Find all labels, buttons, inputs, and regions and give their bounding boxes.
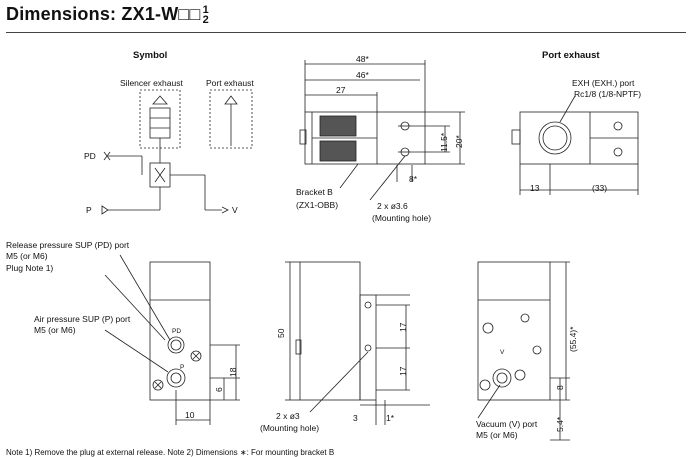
release-port-label: Release pressure SUP (PD) port	[6, 240, 130, 250]
vacuum-thread-label: M5 (or M6)	[476, 430, 518, 440]
dim-33: (33)	[592, 183, 608, 193]
plug-label: Plug Note 1)	[6, 263, 54, 273]
bracket-code-label: (ZX1-OBB)	[296, 200, 339, 210]
dim-5-4: 5.4*	[555, 416, 565, 432]
vacuum-port-label: Vacuum (V) port	[476, 419, 538, 429]
air-thread-label: M5 (or M6)	[34, 325, 76, 335]
title-rule	[6, 32, 686, 33]
rear-view	[477, 261, 570, 441]
symbol-p-label: P	[86, 205, 92, 215]
silencer-exhaust-label: Silencer exhaust	[120, 78, 183, 88]
dim-50: 50	[276, 328, 286, 338]
dim-17b: 17	[398, 366, 408, 376]
port-exhaust-heading: Port exhaust	[542, 50, 600, 61]
footnote: Note 1) Remove the plug at external rele…	[6, 448, 335, 457]
dim-3: 3	[353, 413, 358, 423]
dim-13: 13	[530, 183, 540, 193]
top-view	[299, 60, 465, 201]
front-pd-mark: PD	[172, 328, 182, 335]
dim-20: 20*	[454, 135, 464, 148]
dim-48: 48*	[356, 54, 369, 64]
bracket-b-label: Bracket B	[296, 187, 333, 197]
dim-8-rear: 8	[555, 385, 565, 390]
dim-17a: 17	[398, 322, 408, 332]
exh-port-label: EXH (EXH.) port	[572, 78, 635, 88]
air-port-label: Air pressure SUP (P) port	[34, 314, 131, 324]
rear-v-mark: V	[500, 349, 505, 356]
port-exhaust-view	[511, 95, 639, 195]
release-thread-label: M5 (or M6)	[6, 251, 48, 261]
dim-18: 18	[228, 367, 238, 377]
front-view	[104, 254, 240, 425]
port-exhaust-label: Port exhaust	[206, 78, 254, 88]
dim-6: 6	[214, 387, 224, 392]
dim-11-5: 11.5*	[439, 132, 449, 152]
exh-thread-label: Rc1/8 (1/8-NPTF)	[574, 89, 642, 99]
plug-note: Note 1)	[25, 263, 54, 273]
dim-10: 10	[185, 410, 195, 420]
top-mount-hole: 2 x ø3.6	[377, 201, 408, 211]
symbol-pd-label: PD	[84, 151, 96, 161]
dim-27: 27	[336, 85, 346, 95]
symbol-heading: Symbol	[133, 50, 168, 61]
dim-8-top: 8*	[409, 174, 418, 184]
top-mount-hole-label: (Mounting hole)	[372, 213, 432, 223]
side-view	[285, 261, 430, 425]
pneumatic-symbol	[101, 89, 253, 215]
symbol-v-label: V	[232, 205, 238, 215]
dim-46: 46*	[356, 70, 369, 80]
side-mount-hole: 2 x ø3	[276, 411, 300, 421]
side-mount-hole-label: (Mounting hole)	[260, 423, 320, 433]
dim-55-4: (55.4)*	[568, 326, 578, 352]
dim-1: 1*	[386, 413, 395, 423]
front-p-mark: P	[180, 364, 185, 371]
